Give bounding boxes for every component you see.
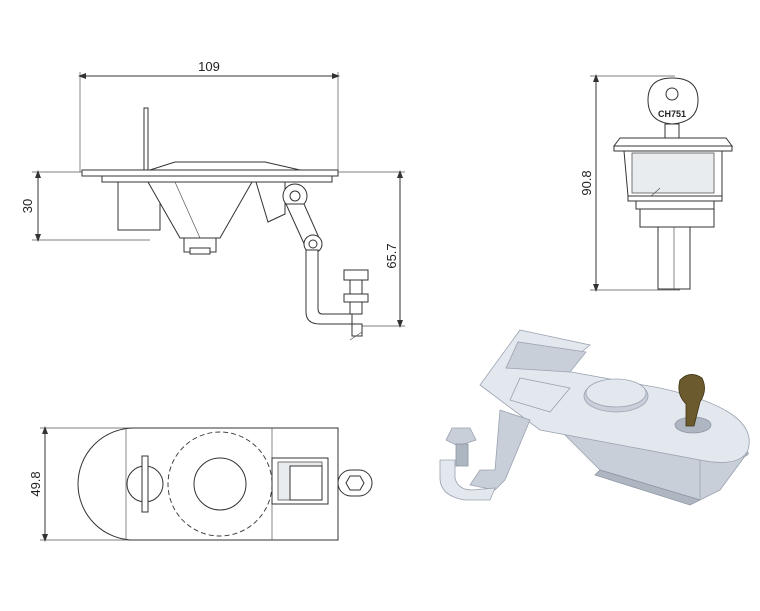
isometric-view (439, 329, 750, 506)
dim-width-top: 109 (198, 59, 220, 74)
flange (81, 169, 339, 177)
iso-lever (469, 409, 531, 491)
dim-height-front: 90.8 (579, 170, 594, 195)
dim-height-side: 30 (20, 199, 35, 213)
bottom-view: 49.8 (28, 426, 373, 542)
hook (305, 249, 353, 325)
iso-bolt (445, 427, 477, 447)
iso-key (678, 374, 705, 427)
key-bow (647, 77, 699, 125)
dim-width-bottom: 49.8 (28, 471, 43, 496)
front-view: 90.8 CH751 (579, 74, 733, 292)
dim-height-lever: 65.7 (384, 243, 399, 268)
side-view: 109 30 65.7 (20, 59, 405, 341)
key-stem (143, 107, 149, 171)
lock-body (117, 181, 161, 231)
key-label: CH751 (658, 109, 686, 119)
lock-cylinder (193, 457, 247, 511)
bolt-head (343, 269, 369, 281)
front-flange (613, 137, 733, 147)
